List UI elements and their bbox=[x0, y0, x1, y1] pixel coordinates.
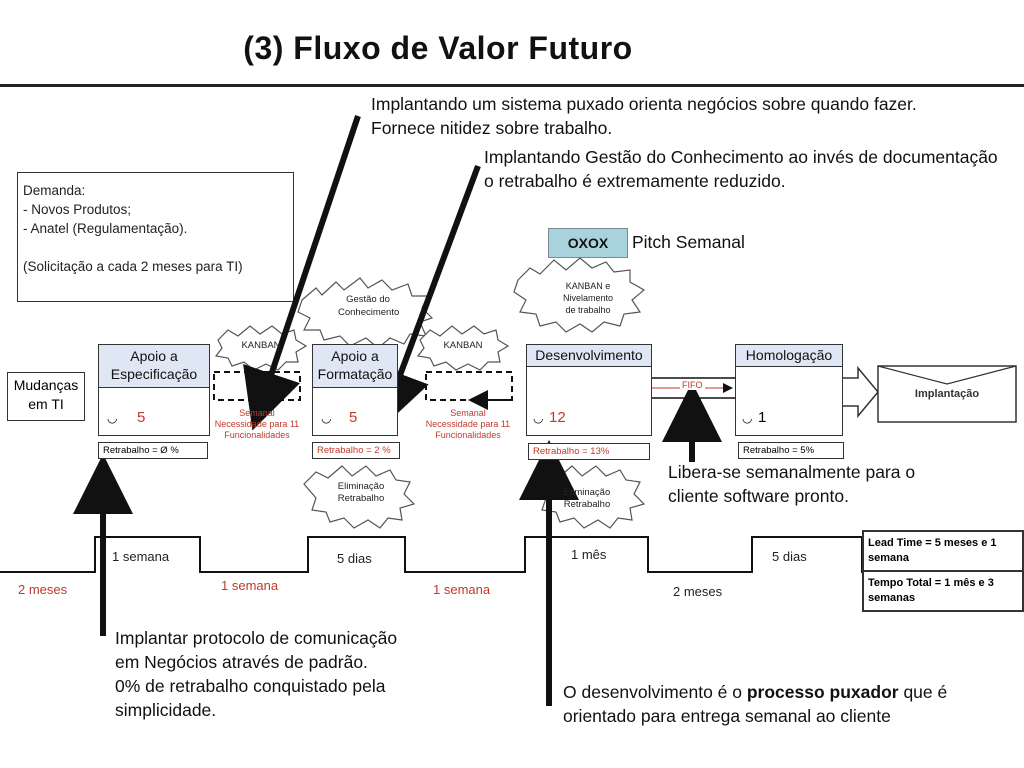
timeline-down-2: 1 semana bbox=[221, 578, 279, 593]
eliminacao-label-1: Eliminação Retrabalho bbox=[326, 481, 396, 505]
protocolo-line: Implantar protocolo de comunicação bbox=[115, 628, 398, 648]
lead-time: Lead Time = 5 meses e 1 semana bbox=[864, 532, 1022, 572]
process-title: Desenvolvimento bbox=[527, 345, 651, 367]
kanban-label-2: KANBAN bbox=[443, 340, 483, 351]
operator-count: 5 bbox=[349, 409, 358, 426]
operator-icon: ◡ bbox=[742, 411, 753, 425]
callout-sistema-puxado: Implantando um sistema puxado orienta ne… bbox=[371, 94, 917, 138]
kanban-nivelamento-line: de trabalho bbox=[565, 305, 611, 315]
process-title: Apoio a Especificação bbox=[99, 345, 209, 388]
semanal-line: Necessidade para 11 bbox=[214, 419, 300, 429]
operator-icon: ◡ bbox=[107, 411, 118, 425]
timeline-up-1: 1 semana bbox=[112, 549, 170, 564]
mudancas-line: em TI bbox=[28, 396, 64, 412]
kanban-label-1: KANBAN bbox=[241, 340, 281, 351]
kanban-nivelamento-label: KANBAN e Nivelamento de trabalho bbox=[548, 280, 628, 316]
mudancas-line: Mudanças bbox=[13, 377, 79, 393]
timeline-line bbox=[0, 536, 1024, 573]
callout-libera: Libera-se semanalmente para o cliente so… bbox=[668, 462, 916, 506]
gestao-conhecimento-label: Gestão do Conhecimento bbox=[338, 294, 400, 318]
protocolo-line: simplicidade. bbox=[115, 700, 217, 720]
retrabalho-especificacao: Retrabalho = Ø % bbox=[98, 442, 208, 459]
kanban-nivelamento-line: Nivelamento bbox=[562, 293, 614, 303]
semanal-line: Semanal bbox=[450, 408, 486, 418]
pitch-label: Pitch Semanal bbox=[632, 232, 745, 252]
protocolo-line: 0% de retrabalho conquistado pela bbox=[115, 676, 386, 696]
desenv-prefix: O desenvolvimento é o bbox=[563, 682, 747, 702]
title-divider bbox=[0, 84, 1024, 87]
summary-box: Lead Time = 5 meses e 1 semana Tempo Tot… bbox=[862, 530, 1024, 612]
timeline-down-1: 2 meses bbox=[18, 582, 68, 597]
kanban-loop-2 bbox=[425, 371, 513, 401]
operator-icon: ◡ bbox=[321, 411, 332, 425]
semanal-line: Necessidade para 11 bbox=[425, 419, 511, 429]
process-apoio-especificacao: Apoio a Especificação ◡ 5 bbox=[98, 344, 210, 436]
eliminacao-label-2: Eliminação Retrabalho bbox=[552, 487, 622, 511]
pitch-badge: OXOX bbox=[548, 228, 628, 258]
timeline-down-4: 2 meses bbox=[673, 584, 723, 599]
callout-desenvolvimento: O desenvolvimento é o processo puxador q… bbox=[563, 680, 1008, 728]
kanban-loop-1 bbox=[213, 371, 301, 401]
burst-eliminacao-1 bbox=[303, 465, 416, 529]
implantacao-shape bbox=[877, 365, 1017, 423]
fifo-label: FIFO bbox=[680, 380, 705, 390]
burst-kanban-nivelamento bbox=[513, 257, 646, 333]
demanda-line: (Solicitação a cada 2 meses para TI) bbox=[23, 259, 243, 274]
tempo-total: Tempo Total = 1 mês e 3 semanas bbox=[868, 577, 994, 604]
kanban-nivelamento-line: KANBAN e bbox=[565, 281, 611, 291]
process-title: Apoio a Formatação bbox=[313, 345, 397, 388]
push-arrow bbox=[840, 365, 879, 419]
operator-count: 12 bbox=[549, 409, 566, 426]
process-title: Homologação bbox=[736, 345, 842, 367]
semanal-note-2: Semanal Necessidade para 11 Funcionalida… bbox=[418, 408, 518, 441]
demanda-line: - Novos Produtos; bbox=[23, 202, 132, 217]
eliminacao-line: Retrabalho bbox=[337, 493, 385, 504]
timeline-up-4: 5 dias bbox=[772, 549, 807, 564]
slide-title: (3) Fluxo de Valor Futuro bbox=[243, 30, 633, 66]
process-homologacao: Homologação ◡ 1 bbox=[735, 344, 843, 436]
callout-gestao-conhecimento: Implantando Gestão do Conhecimento ao in… bbox=[484, 147, 998, 191]
semanal-line: Funcionalidades bbox=[435, 430, 501, 440]
process-desenvolvimento: Desenvolvimento ◡ 12 bbox=[526, 344, 652, 436]
arrow-gestao bbox=[372, 164, 481, 431]
implantacao-envelope-line bbox=[877, 365, 1017, 385]
callout-protocolo: Implantar protocolo de comunicação em Ne… bbox=[115, 626, 515, 722]
timeline-down-3: 1 semana bbox=[433, 582, 491, 597]
protocolo-line: em Negócios através de padrão. bbox=[115, 652, 368, 672]
burst-kanban-2 bbox=[416, 325, 510, 371]
semanal-line: Semanal bbox=[239, 408, 275, 418]
eliminacao-line: Eliminação bbox=[563, 487, 611, 498]
retrabalho-formatacao: Retrabalho = 2 % bbox=[312, 442, 400, 459]
operator-count: 1 bbox=[758, 409, 767, 426]
operator-icon: ◡ bbox=[533, 411, 544, 425]
operator-count: 5 bbox=[137, 409, 146, 426]
timeline-up-2: 5 dias bbox=[337, 551, 372, 566]
demanda-box: Demanda: - Novos Produtos; - Anatel (Reg… bbox=[17, 172, 294, 302]
demanda-line: - Anatel (Regulamentação). bbox=[23, 221, 188, 236]
semanal-note-1: Semanal Necessidade para 11 Funcionalida… bbox=[208, 408, 306, 441]
timeline-up-3: 1 mês bbox=[571, 547, 607, 562]
eliminacao-line: Retrabalho bbox=[563, 499, 611, 510]
semanal-line: Funcionalidades bbox=[224, 430, 290, 440]
retrabalho-homologacao: Retrabalho = 5% bbox=[738, 442, 844, 459]
arrow-sistema-puxado bbox=[243, 115, 361, 431]
demanda-line: Demanda: bbox=[23, 183, 86, 198]
desenv-suffix: que é orientado para entrega semanal ao … bbox=[563, 682, 948, 726]
desenv-bold: processo puxador bbox=[746, 682, 899, 702]
retrabalho-desenvolvimento: Retrabalho = 13% bbox=[528, 443, 650, 460]
process-apoio-formatacao: Apoio a Formatação ◡ 5 bbox=[312, 344, 398, 436]
implantacao-label: Implantação bbox=[914, 388, 980, 400]
mudancas-box: Mudanças em TI bbox=[7, 372, 85, 421]
eliminacao-line: Eliminação bbox=[337, 481, 385, 492]
